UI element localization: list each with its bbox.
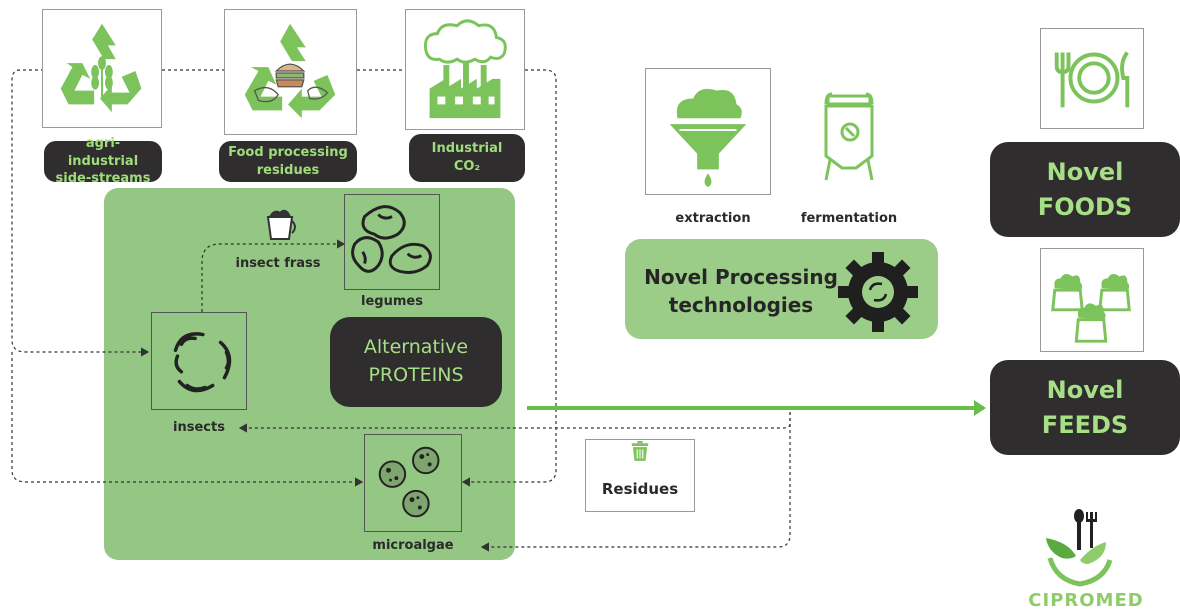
residues-box: Residues	[585, 439, 695, 512]
factory-icon	[405, 9, 525, 130]
label-extraction: extraction	[675, 211, 751, 226]
label-insects: insects	[173, 420, 225, 435]
brand-name: CIPROMED	[1028, 590, 1144, 611]
feed-sacks-icon	[1040, 248, 1144, 352]
novel-foods-badge: Novel FOODS	[990, 142, 1180, 237]
extraction-funnel-icon	[645, 68, 771, 195]
label-legumes: legumes	[361, 294, 423, 309]
connector-frass	[201, 239, 346, 312]
connector-sources-insects	[11, 69, 150, 357]
cipromed-logo	[1046, 509, 1113, 587]
microalgae-icon	[364, 434, 462, 532]
legumes-icon	[344, 194, 440, 290]
novel-feeds-badge: Novel FEEDS	[990, 360, 1180, 455]
connector-return-insects	[238, 412, 791, 433]
label-agri-side-streams: agri-industrial side-streams	[44, 136, 162, 186]
alternative-proteins-badge: Alternative PROTEINS	[330, 317, 502, 407]
fermentation-tank-icon	[824, 92, 874, 181]
connector-outer-microalgae	[11, 352, 364, 487]
label-industrial-co2: Industrial CO₂	[409, 134, 525, 182]
label-residues: Residues	[601, 480, 679, 498]
gear-cycle-icon	[838, 252, 918, 332]
connector-return-microalgae	[480, 412, 791, 552]
frass-bucket-icon	[266, 209, 296, 240]
plate-cutlery-icon	[1040, 28, 1144, 129]
recycle-wheat-icon	[42, 9, 162, 128]
label-fermentation: fermentation	[800, 211, 898, 226]
label-microalgae: microalgae	[372, 538, 454, 553]
novel-processing-title: Novel Processing technologies	[644, 265, 838, 317]
label-insect-frass: insect frass	[235, 256, 321, 271]
insects-icon	[151, 312, 247, 410]
recycle-food-icon	[224, 9, 357, 135]
label-food-residues: Food processing residues	[219, 141, 357, 182]
connector-co2-right	[461, 69, 557, 487]
